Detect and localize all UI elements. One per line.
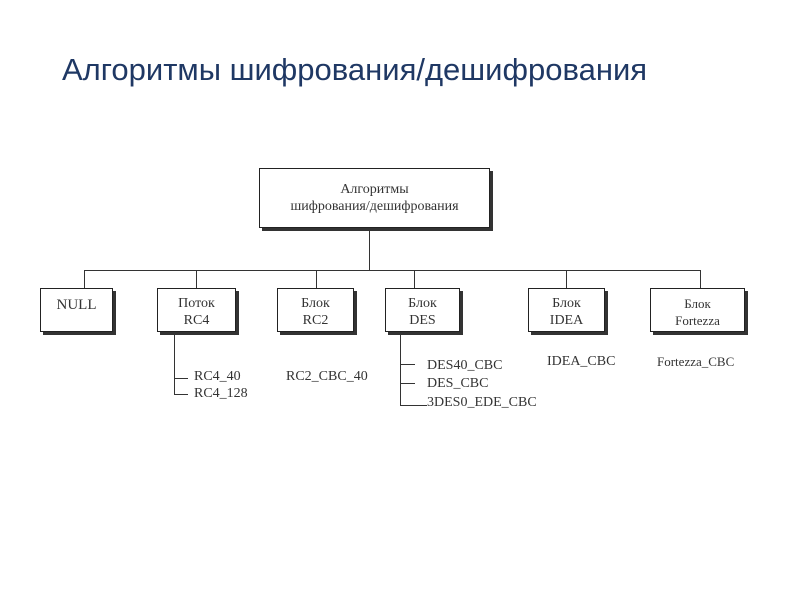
connector: [174, 332, 175, 394]
connector: [369, 228, 370, 270]
slide-title: Алгоритмы шифрования/дешифрования: [62, 52, 648, 87]
leaf-3des-ede-cbc: 3DES0_EDE_CBC: [427, 395, 537, 410]
leaf-rc4-128: RC4_128: [194, 386, 248, 401]
node-label: Блок: [684, 296, 711, 311]
leaf-des40-cbc: DES40_CBC: [427, 358, 503, 373]
leaf-rc4-40: RC4_40: [194, 369, 241, 384]
connector: [316, 270, 317, 288]
connector: [400, 405, 427, 406]
connector: [174, 394, 188, 395]
connector: [84, 270, 701, 271]
leaf-fortezza-cbc: Fortezza_CBC: [657, 354, 735, 369]
connector: [196, 270, 197, 288]
connector: [174, 378, 188, 379]
root-node: Алгоритмы шифрования/дешифрования: [259, 168, 490, 228]
node-label: Блок: [552, 296, 581, 311]
node-label: Блок: [301, 296, 330, 311]
connector: [414, 270, 415, 288]
node-null: NULL: [40, 288, 113, 332]
connector: [400, 383, 415, 384]
node-label: IDEA: [549, 313, 584, 328]
connector: [700, 270, 701, 288]
node-label: Блок: [408, 296, 437, 311]
connector: [566, 270, 567, 288]
connector: [84, 270, 85, 288]
node-label: Fortezza: [675, 313, 720, 328]
root-line2: шифрования/дешифрования: [290, 199, 459, 214]
node-label: RC4: [183, 313, 210, 328]
node-label: RC2: [302, 313, 329, 328]
node-label: DES: [409, 313, 436, 328]
leaf-des-cbc: DES_CBC: [427, 376, 489, 391]
connector: [400, 332, 401, 405]
leaf-idea-cbc: IDEA_CBC: [547, 354, 616, 369]
leaf-rc2-cbc-40: RC2_CBC_40: [286, 369, 368, 384]
node-label: NULL: [56, 297, 97, 313]
root-line1: Алгоритмы: [340, 182, 409, 197]
node-label: Поток: [178, 296, 215, 311]
connector: [400, 364, 415, 365]
